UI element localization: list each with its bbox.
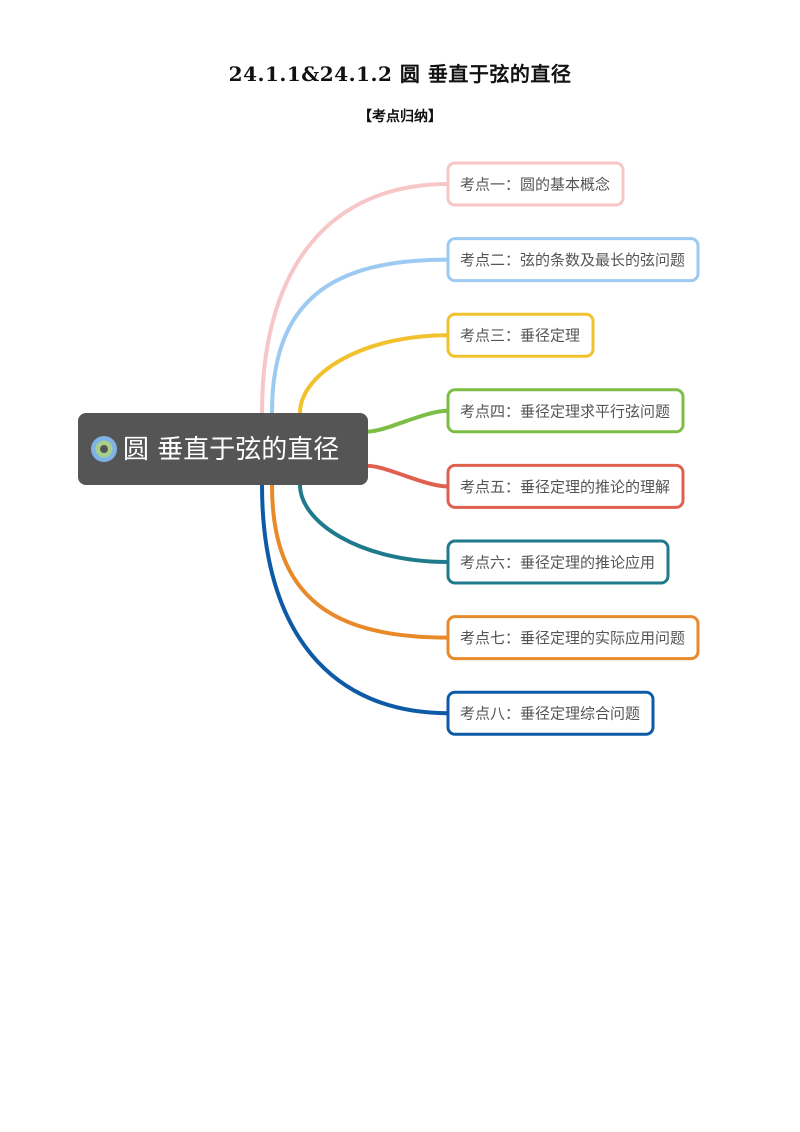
- branch-node[interactable]: 考点六：垂径定理的推论应用: [446, 539, 670, 585]
- section-heading: 【考点归纳】: [358, 109, 442, 125]
- branch-connector: [260, 483, 450, 716]
- branch-connector: [353, 408, 450, 434]
- branch-connector: [298, 333, 450, 415]
- branch-node[interactable]: 考点一：圆的基本概念: [446, 161, 625, 207]
- branch-connector: [298, 483, 450, 564]
- branch-node[interactable]: 考点八：垂径定理综合问题: [446, 690, 655, 736]
- branch-node[interactable]: 考点五：垂径定理的推论的理解: [446, 463, 685, 509]
- root-node-box: [78, 413, 368, 485]
- branch-connector: [260, 182, 450, 415]
- branch-node-box: [446, 463, 685, 509]
- branch-connector: [270, 257, 450, 415]
- branch-node-label: 考点四：垂径定理求平行弦问题: [460, 402, 670, 420]
- connector-group: [260, 182, 450, 716]
- target-icon-inner: [100, 445, 108, 453]
- branch-node-label: 考点五：垂径定理的推论的理解: [460, 478, 670, 496]
- branch-node[interactable]: 考点三：垂径定理: [446, 312, 595, 358]
- branch-node-box: [446, 312, 595, 358]
- branch-node-box: [446, 539, 670, 585]
- branch-node-label: 考点六：垂径定理的推论应用: [460, 554, 655, 572]
- root-node[interactable]: 圆 垂直于弦的直径: [78, 413, 368, 485]
- branch-node[interactable]: 考点二：弦的条数及最长的弦问题: [446, 237, 700, 283]
- branch-connector: [353, 463, 450, 489]
- branch-node-label: 考点一：圆的基本概念: [460, 176, 610, 194]
- branch-node-box: [446, 237, 700, 283]
- branch-group: 考点一：圆的基本概念考点二：弦的条数及最长的弦问题考点三：垂径定理考点四：垂径定…: [446, 161, 700, 736]
- branch-node-box: [446, 690, 655, 736]
- branch-node[interactable]: 考点四：垂径定理求平行弦问题: [446, 388, 685, 434]
- branch-node-box: [446, 388, 685, 434]
- root-label: 圆 垂直于弦的直径: [123, 435, 339, 465]
- target-icon: [91, 436, 117, 462]
- branch-node-box: [446, 615, 700, 661]
- branch-node-label: 考点八：垂径定理综合问题: [460, 705, 640, 723]
- branch-node-label: 考点七：垂径定理的实际应用问题: [460, 629, 685, 647]
- branch-node-box: [446, 161, 625, 207]
- document-title: 24.1.1&24.1.2 圆 垂直于弦的直径: [228, 62, 572, 86]
- branch-node[interactable]: 考点七：垂径定理的实际应用问题: [446, 615, 700, 661]
- branch-node-label: 考点三：垂径定理: [460, 327, 580, 345]
- branch-connector: [270, 483, 450, 640]
- branch-node-label: 考点二：弦的条数及最长的弦问题: [460, 251, 685, 269]
